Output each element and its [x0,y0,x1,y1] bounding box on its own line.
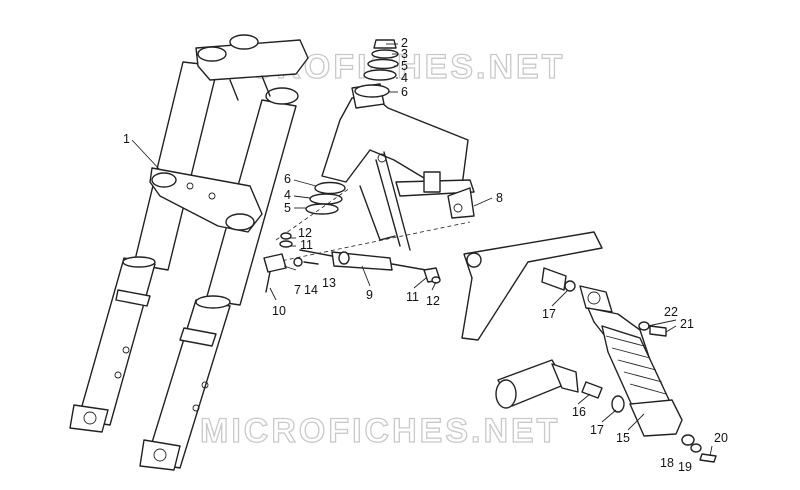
callout-11-left: 11 [300,238,313,252]
left-fork-stanchion [133,61,219,271]
shock-top-eye [579,285,613,313]
callout-2: 2 [401,36,408,50]
bearing-race-6-bottom [314,181,346,195]
callout-12-left: 12 [298,226,312,240]
callout-17-bottom: 17 [590,423,604,437]
nut-19 [690,443,702,453]
callout-22: 22 [664,305,678,319]
damper-clamp-7 [263,253,287,273]
callout-15: 15 [616,431,630,445]
washer-22 [638,321,650,331]
bearing-race-6-top [354,84,390,98]
callout-16: 16 [572,405,586,419]
callout-17-top: 17 [542,307,556,321]
callout-9: 9 [366,288,373,302]
right-fork-seal [195,295,231,309]
callout-13: 13 [322,276,336,290]
shock-spring-15 [601,325,671,411]
callout-3: 3 [401,47,408,61]
bolt-20 [699,453,717,463]
shock-reservoir [629,399,683,437]
shock-lower-mount [495,359,625,413]
callout-4-top: 4 [401,71,408,85]
frame-section [321,83,475,251]
seal-5-bottom [305,203,339,215]
rear-swingarm [461,231,603,341]
callout-5-top: 5 [401,59,408,73]
top-bearing-stack [354,39,399,98]
callout-1: 1 [123,132,130,146]
leader-lines [131,43,713,457]
left-fork-slider [77,257,156,426]
left-fork-axle-foot [69,404,109,433]
callout-4-bottom: 4 [284,188,291,202]
bearing-4-top [363,69,397,81]
bushing-17-bottom [611,395,625,413]
callout-12-right: 12 [426,294,440,308]
callout-10: 10 [272,304,286,318]
washer-18 [681,434,695,446]
watermark-bottom: MICROFICHES.NET [200,412,560,450]
callout-11-right: 11 [406,290,419,304]
frame-head-tube [321,97,469,191]
bottom-bearing-stack [305,181,346,215]
front-fork [69,34,309,471]
callout-7: 7 [294,283,301,297]
callout-8: 8 [496,191,503,205]
left-fork-clamp [115,289,151,307]
right-fork-clamp [179,327,217,347]
rear-shock-absorber [541,267,717,463]
left-fork-seal [122,256,156,268]
callout-14: 14 [304,283,318,297]
spacer-16 [581,381,603,399]
swingarm [461,231,603,341]
bolt-21 [649,325,667,337]
callout-19: 19 [678,460,692,474]
callout-labels: 1 2 3 5 4 6 6 4 5 8 12 11 7 14 13 9 11 1… [123,36,728,474]
callout-5-bottom: 5 [284,201,291,215]
steering-nut [373,39,397,49]
callout-18: 18 [660,456,674,470]
bearing-4-bottom [309,193,343,205]
callout-21: 21 [680,317,694,331]
callout-6-bottom: 6 [284,172,291,186]
bushing-17-top [541,267,567,291]
right-fork-axle-foot [139,439,181,471]
seal-5-top [367,58,399,70]
steering-damper [263,187,471,293]
callout-6-top: 6 [401,85,408,99]
callout-20: 20 [714,431,728,445]
